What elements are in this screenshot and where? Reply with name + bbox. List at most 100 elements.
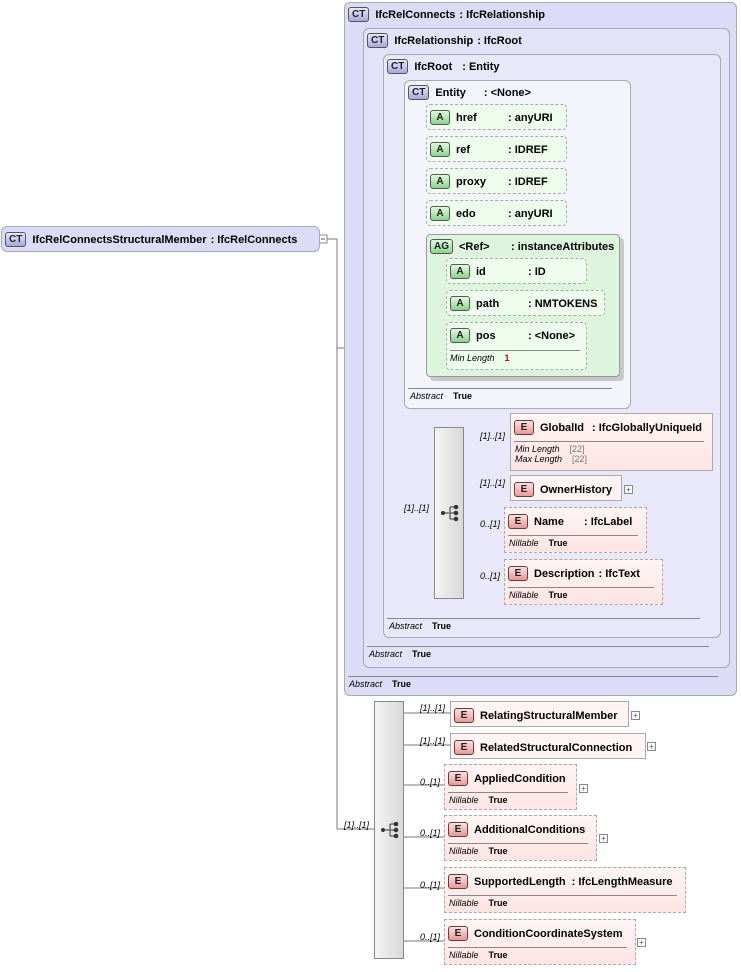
attribute-path[interactable]: A path : NMTOKENS xyxy=(446,290,605,316)
ct-badge-icon: CT xyxy=(387,59,409,74)
element-type: : IfcText xyxy=(598,567,640,580)
element-name: SupportedLength xyxy=(474,875,566,888)
group-type: : instanceAttributes xyxy=(511,240,615,253)
expand-plus-icon[interactable]: + xyxy=(599,834,608,843)
ct-badge-icon: CT xyxy=(348,7,370,22)
max-length-property: Max Length[22] xyxy=(515,454,588,464)
attribute-badge-icon: A xyxy=(450,328,470,343)
attribute-name: path xyxy=(476,297,500,310)
ct-badge-icon: CT xyxy=(367,33,389,48)
attribute-badge-icon: A xyxy=(430,110,450,125)
attribute-badge-icon: A xyxy=(450,296,470,311)
element-name: RelatedStructuralConnection xyxy=(480,741,633,754)
sequence-compositor[interactable] xyxy=(434,427,464,599)
cardinality: 0..[1] xyxy=(420,777,441,787)
attribute-href[interactable]: A href : anyURI xyxy=(426,104,567,130)
expand-plus-icon[interactable]: + xyxy=(579,784,588,793)
attribute-type: : IDREF xyxy=(508,175,548,188)
cardinality: [1]..[1] xyxy=(480,478,506,488)
attribute-type: : <None> xyxy=(528,329,576,342)
element-type: : IfcGloballyUniqueId xyxy=(592,421,703,434)
attribute-badge-icon: A xyxy=(430,174,450,189)
element-type: : IfcLengthMeasure xyxy=(571,875,673,888)
sequence-icon xyxy=(441,505,459,521)
attribute-edo[interactable]: A edo : anyURI xyxy=(426,200,567,226)
element-name-label: Name xyxy=(534,515,564,528)
attribute-name: pos xyxy=(476,329,496,342)
attribute-badge-icon: A xyxy=(450,264,470,279)
attribute-proxy[interactable]: A proxy : IDREF xyxy=(426,168,567,194)
cardinality: 0..[1] xyxy=(420,880,441,890)
element-name: GlobalId xyxy=(540,421,584,434)
expand-plus-icon[interactable]: + xyxy=(624,485,633,494)
element-name: Description xyxy=(534,567,595,580)
element-name: RelatingStructuralMember xyxy=(480,709,618,722)
element-relatedstructuralconnection[interactable]: E RelatedStructuralConnection xyxy=(450,733,646,759)
element-badge-icon: E xyxy=(508,566,528,581)
type-name: IfcRelConnectsStructuralMember xyxy=(32,233,207,246)
min-length-property: Min Length[22] xyxy=(515,444,585,454)
type-name: IfcRoot xyxy=(414,60,453,73)
attribute-type: : anyURI xyxy=(508,111,553,124)
attribute-name: href xyxy=(456,111,477,124)
element-supportedlength[interactable]: E SupportedLength : IfcLengthMeasure Nil… xyxy=(444,867,686,913)
element-relatingstructuralmember[interactable]: E RelatingStructuralMember xyxy=(450,701,629,727)
cardinality: [1]..[1] xyxy=(420,736,446,746)
sequence-compositor[interactable] xyxy=(374,701,404,959)
attribute-ref[interactable]: A ref : IDREF xyxy=(426,136,567,162)
element-name: ConditionCoordinateSystem xyxy=(474,927,623,940)
element-badge-icon: E xyxy=(454,708,474,723)
attribute-type: : ID xyxy=(528,265,546,278)
expand-plus-icon[interactable]: + xyxy=(647,742,656,751)
cardinality: [1]..[1] xyxy=(404,503,430,513)
cardinality: 0..[1] xyxy=(480,571,501,581)
sequence-icon xyxy=(381,822,399,838)
root-complex-type[interactable]: CT IfcRelConnectsStructuralMember : IfcR… xyxy=(1,226,320,252)
element-ownerhistory[interactable]: E OwnerHistory xyxy=(510,475,622,501)
element-badge-icon: E xyxy=(448,874,468,889)
attribute-name: ref xyxy=(456,143,471,156)
cardinality: [1]..[1] xyxy=(344,820,370,830)
type-base: : IfcRoot xyxy=(477,34,522,47)
element-type: : IfcLabel xyxy=(583,515,633,528)
attribute-type: : anyURI xyxy=(508,207,553,220)
element-badge-icon: E xyxy=(448,771,468,786)
cardinality: 0..[1] xyxy=(420,932,441,942)
element-badge-icon: E xyxy=(448,926,468,941)
element-badge-icon: E xyxy=(508,514,528,529)
attribute-badge-icon: A xyxy=(430,142,450,157)
group-name: <Ref> xyxy=(459,240,490,253)
element-globalid[interactable]: E GlobalId : IfcGloballyUniqueId Min Len… xyxy=(510,413,713,471)
attribute-id[interactable]: A id : ID xyxy=(446,258,587,284)
cardinality: [1]..[1] xyxy=(420,703,446,713)
cardinality: 0..[1] xyxy=(420,828,441,838)
ct-badge-icon: CT xyxy=(408,85,430,100)
element-name: AdditionalConditions xyxy=(474,823,586,836)
expand-plus-icon[interactable]: + xyxy=(631,711,640,720)
expand-plus-icon[interactable]: + xyxy=(637,938,646,947)
type-base: : Entity xyxy=(462,60,500,73)
element-badge-icon: E xyxy=(448,822,468,837)
cardinality: 0..[1] xyxy=(480,519,501,529)
type-base: : IfcRelConnects xyxy=(210,233,298,246)
attribute-name: proxy xyxy=(456,175,486,188)
type-name: IfcRelConnects xyxy=(375,8,456,21)
element-badge-icon: E xyxy=(514,420,534,435)
